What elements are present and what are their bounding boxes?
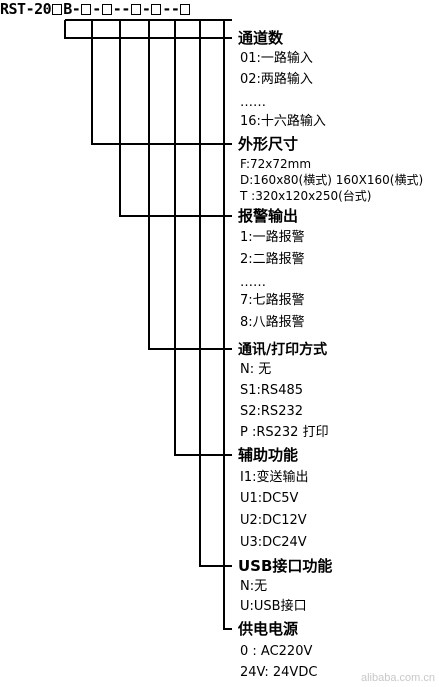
option-channels-ellipsis: …… <box>240 95 266 110</box>
section-heading-usb: USB接口功能 <box>238 557 333 575</box>
code-sep: - <box>141 0 151 18</box>
code-box-4 <box>130 4 141 15</box>
option-aux-u2: U2:DC12V <box>240 513 307 528</box>
option-alarm-1: 1:一路报警 <box>240 230 305 245</box>
code-sep: - <box>92 0 101 18</box>
option-dim-f: F:72x72mm <box>240 157 312 171</box>
option-dim-d: D:160x80(横式) 160X160(横式) <box>240 173 424 187</box>
option-power-0: 0 : AC220V <box>240 644 313 659</box>
section-heading-channels: 通道数 <box>238 29 284 47</box>
code-box-1 <box>52 4 63 15</box>
section-heading-aux: 辅助功能 <box>238 446 299 464</box>
code-sep: - <box>170 0 180 18</box>
section-heading-alarm: 报警输出 <box>238 207 299 225</box>
option-alarm-7: 7:七路报警 <box>240 293 305 308</box>
code-box-6 <box>180 4 191 15</box>
code-sep: - <box>162 0 171 18</box>
option-aux-u3: U3:DC24V <box>240 535 307 550</box>
code-sep: - <box>71 0 81 18</box>
option-comm-s2: S2:RS232 <box>240 404 304 419</box>
section-heading-power: 供电电源 <box>238 620 299 638</box>
option-usb-u: U:USB接口 <box>240 599 307 614</box>
option-aux-u1: U1:DC5V <box>240 491 299 506</box>
model-prefix: RST-20 <box>0 0 52 18</box>
option-channels-2: 02:两路输入 <box>240 72 313 87</box>
option-comm-p: P :RS232 打印 <box>240 425 329 440</box>
option-dim-t: T :320x120x250(台式) <box>240 189 372 203</box>
code-sep: - <box>112 0 122 18</box>
code-sep: - <box>121 0 130 18</box>
option-channels-1: 01:一路输入 <box>240 51 313 66</box>
code-box-3 <box>101 4 112 15</box>
section-heading-comm: 通讯/打印方式 <box>238 342 328 358</box>
option-comm-n: N: 无 <box>240 362 272 377</box>
option-usb-n: N:无 <box>240 579 268 594</box>
watermark: alibaba.com.cn <box>361 672 435 684</box>
option-alarm-ellipsis: …… <box>240 275 266 290</box>
model-letter: B <box>63 0 72 18</box>
option-alarm-2: 2:二路报警 <box>240 252 305 267</box>
code-box-2 <box>81 4 92 15</box>
option-aux-i1: I1:变送输出 <box>240 470 309 485</box>
option-channels-16: 16:十六路输入 <box>240 114 326 129</box>
code-box-5 <box>151 4 162 15</box>
option-comm-s1: S1:RS485 <box>240 383 304 398</box>
option-alarm-8: 8:八路报警 <box>240 315 305 330</box>
section-heading-dimensions: 外形尺寸 <box>238 135 299 153</box>
option-power-24v: 24V: 24VDC <box>240 665 318 680</box>
